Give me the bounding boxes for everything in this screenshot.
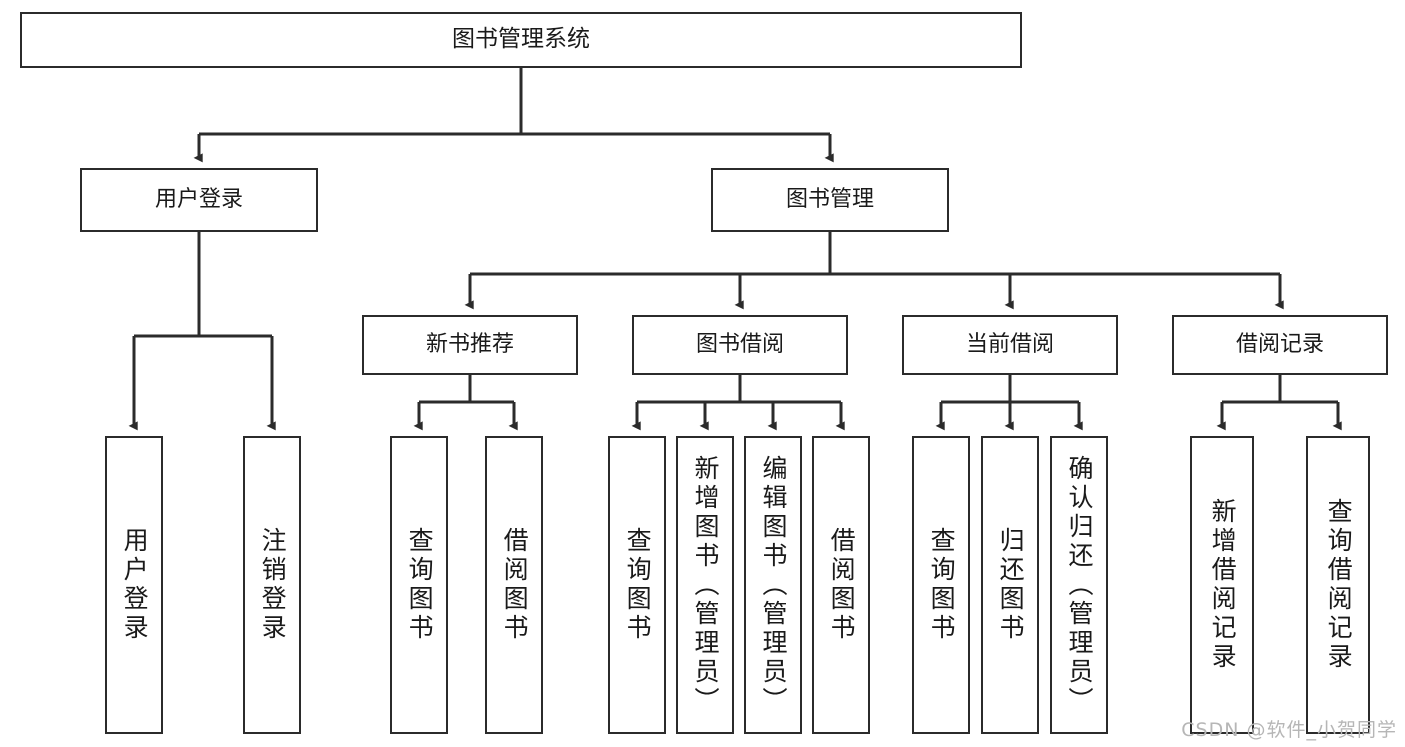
node-current-borrow[interactable]: 当前借阅 [902, 315, 1118, 375]
leaf-edit-book-admin-label: 编辑图书（管理员） [759, 454, 788, 716]
node-book-management-label: 图书管理 [785, 187, 874, 213]
leaf-add-borrow-record-label: 新增借阅记录 [1208, 498, 1238, 672]
leaf-add-book-admin[interactable]: 新增图书（管理员） [676, 436, 734, 734]
leaf-query-book-current-label: 查询图书 [927, 527, 957, 643]
node-book-borrow-label: 图书借阅 [695, 332, 784, 358]
node-borrow-record[interactable]: 借阅记录 [1172, 315, 1388, 375]
leaf-borrow-book-label: 借阅图书 [827, 527, 857, 643]
leaf-confirm-return-admin-label: 确认归还（管理员） [1065, 454, 1094, 716]
node-user-login-label: 用户登录 [154, 187, 243, 213]
node-new-book-recommend-label: 新书推荐 [425, 332, 514, 358]
node-root[interactable]: 图书管理系统 [20, 12, 1022, 68]
node-book-borrow[interactable]: 图书借阅 [632, 315, 848, 375]
node-borrow-record-label: 借阅记录 [1235, 332, 1324, 358]
leaf-user-login[interactable]: 用户登录 [105, 436, 163, 734]
node-user-login[interactable]: 用户登录 [80, 168, 318, 232]
leaf-add-book-admin-label: 新增图书（管理员） [691, 454, 720, 716]
leaf-return-book-label: 归还图书 [996, 527, 1026, 643]
leaf-logout-label: 注销登录 [258, 527, 288, 643]
leaf-confirm-return-admin[interactable]: 确认归还（管理员） [1050, 436, 1108, 734]
leaf-query-book-current[interactable]: 查询图书 [912, 436, 970, 734]
leaf-query-book-label: 查询图书 [623, 527, 653, 643]
leaf-query-book-recommend[interactable]: 查询图书 [390, 436, 448, 734]
leaf-borrow-book-recommend-label: 借阅图书 [500, 527, 530, 643]
leaf-query-borrow-record-label: 查询借阅记录 [1324, 498, 1354, 672]
leaf-query-book[interactable]: 查询图书 [608, 436, 666, 734]
node-current-borrow-label: 当前借阅 [965, 332, 1054, 358]
node-new-book-recommend[interactable]: 新书推荐 [362, 315, 578, 375]
leaf-edit-book-admin[interactable]: 编辑图书（管理员） [744, 436, 802, 734]
leaf-borrow-book-recommend[interactable]: 借阅图书 [485, 436, 543, 734]
leaf-logout[interactable]: 注销登录 [243, 436, 301, 734]
leaf-user-login-label: 用户登录 [120, 527, 150, 643]
node-book-management[interactable]: 图书管理 [711, 168, 949, 232]
leaf-borrow-book[interactable]: 借阅图书 [812, 436, 870, 734]
leaf-add-borrow-record[interactable]: 新增借阅记录 [1190, 436, 1254, 734]
leaf-return-book[interactable]: 归还图书 [981, 436, 1039, 734]
leaf-query-book-recommend-label: 查询图书 [405, 527, 435, 643]
leaf-query-borrow-record[interactable]: 查询借阅记录 [1306, 436, 1370, 734]
node-root-label: 图书管理系统 [452, 26, 590, 53]
